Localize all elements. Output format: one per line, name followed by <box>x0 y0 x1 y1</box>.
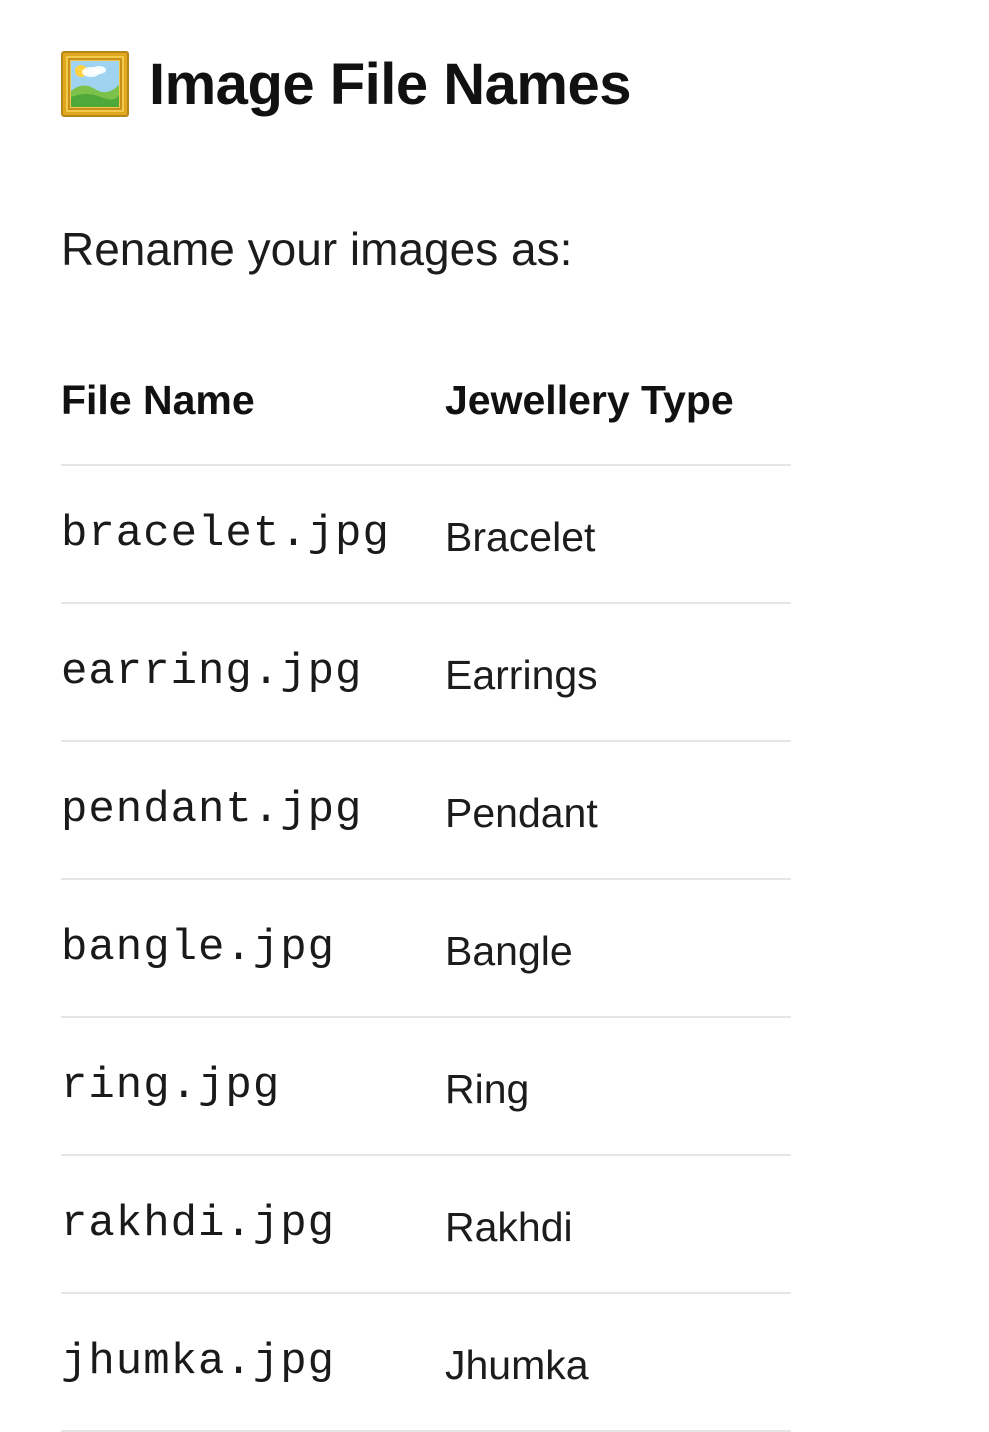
jewellery-type-cell: Earrings <box>445 603 791 742</box>
file-name-cell: rakhdi.jpg <box>61 1155 445 1294</box>
file-name-cell: ring.jpg <box>61 1017 445 1156</box>
table-row: earring.jpg Earrings <box>61 603 791 742</box>
framed-picture-icon <box>61 51 129 117</box>
file-names-table: File Name Jewellery Type bracelet.jpg Br… <box>61 336 791 1432</box>
jewellery-type-cell: Ring <box>445 1017 791 1156</box>
table-row: bracelet.jpg Bracelet <box>61 465 791 604</box>
table-header-row: File Name Jewellery Type <box>61 336 791 466</box>
table-row: jhumka.jpg Jhumka <box>61 1293 791 1432</box>
table-row: ring.jpg Ring <box>61 1017 791 1156</box>
jewellery-type-cell: Bangle <box>445 879 791 1018</box>
table-row: bangle.jpg Bangle <box>61 879 791 1018</box>
file-name-cell: pendant.jpg <box>61 741 445 880</box>
header-file-name: File Name <box>61 336 445 466</box>
file-name-cell: bangle.jpg <box>61 879 445 1018</box>
file-name-cell: earring.jpg <box>61 603 445 742</box>
header-jewellery-type: Jewellery Type <box>445 336 791 466</box>
jewellery-type-cell: Pendant <box>445 741 791 880</box>
page-title: Image File Names <box>61 48 632 120</box>
jewellery-type-cell: Rakhdi <box>445 1155 791 1294</box>
file-name-cell: bracelet.jpg <box>61 465 445 604</box>
file-name-cell: jhumka.jpg <box>61 1293 445 1432</box>
table-row: pendant.jpg Pendant <box>61 741 791 880</box>
jewellery-type-cell: Jhumka <box>445 1293 791 1432</box>
jewellery-type-cell: Bracelet <box>445 465 791 604</box>
intro-text: Rename your images as: <box>61 223 573 275</box>
page-title-text: Image File Names <box>149 51 632 117</box>
table-row: rakhdi.jpg Rakhdi <box>61 1155 791 1294</box>
